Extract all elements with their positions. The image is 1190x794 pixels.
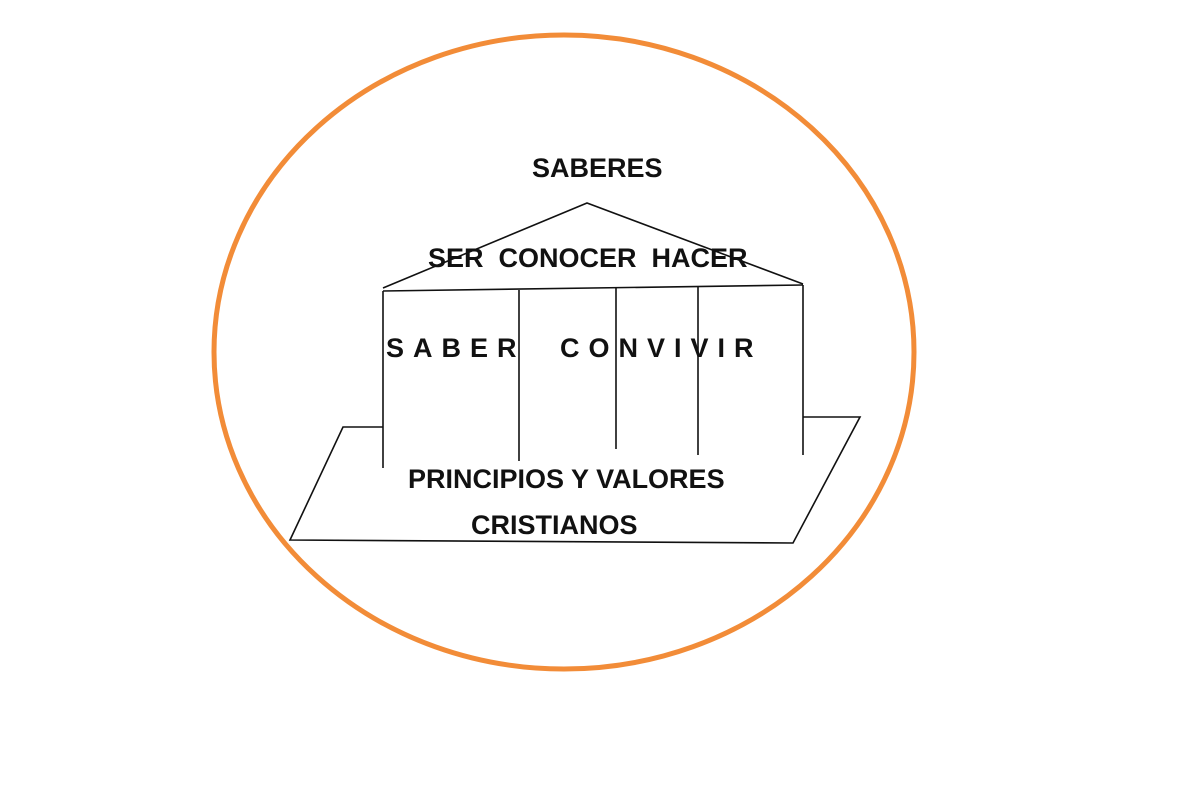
beam: [382, 284, 804, 292]
orange-circle: [211, 32, 917, 672]
pillar-label-convivir: CONVIVIR: [560, 333, 763, 363]
base-label-line1: PRINCIPIOS Y VALORES: [408, 464, 725, 494]
pillar-label-saber: SABER: [386, 333, 526, 363]
roof: [382, 202, 804, 289]
title-saberes: SABERES: [532, 153, 663, 183]
platform: [288, 416, 862, 544]
base-label-line2: CRISTIANOS: [471, 510, 638, 540]
roof-label: SER CONOCER HACER: [428, 243, 748, 273]
